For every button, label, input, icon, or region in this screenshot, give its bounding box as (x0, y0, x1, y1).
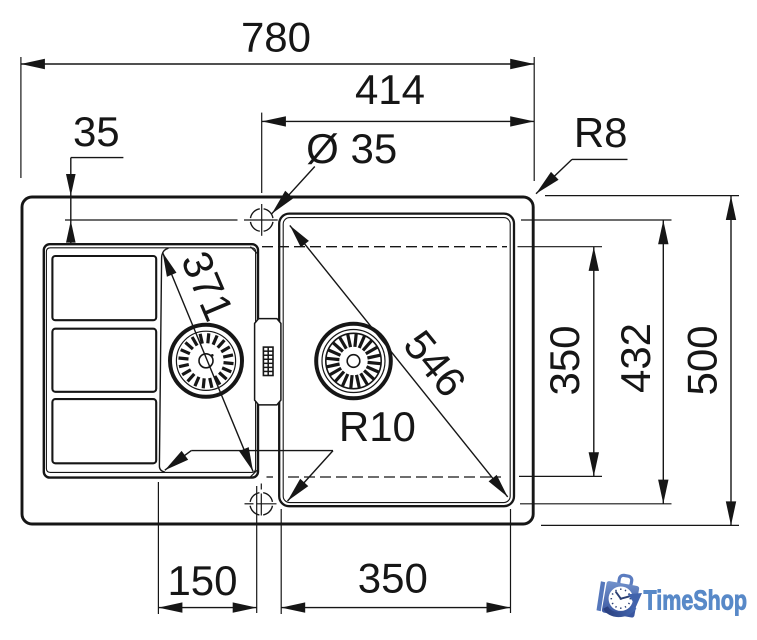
svg-text:R8: R8 (574, 109, 628, 156)
svg-text:414: 414 (355, 66, 425, 113)
svg-text:432: 432 (612, 323, 659, 393)
svg-text:Ø 35: Ø 35 (306, 125, 397, 172)
svg-text:350: 350 (541, 325, 588, 395)
svg-text:35: 35 (73, 108, 120, 155)
svg-text:780: 780 (241, 14, 311, 61)
svg-text:TimeShop: TimeShop (644, 584, 748, 615)
svg-text:500: 500 (679, 325, 726, 395)
svg-text:R10: R10 (339, 403, 416, 450)
svg-text:150: 150 (167, 557, 237, 604)
svg-text:350: 350 (358, 555, 428, 602)
